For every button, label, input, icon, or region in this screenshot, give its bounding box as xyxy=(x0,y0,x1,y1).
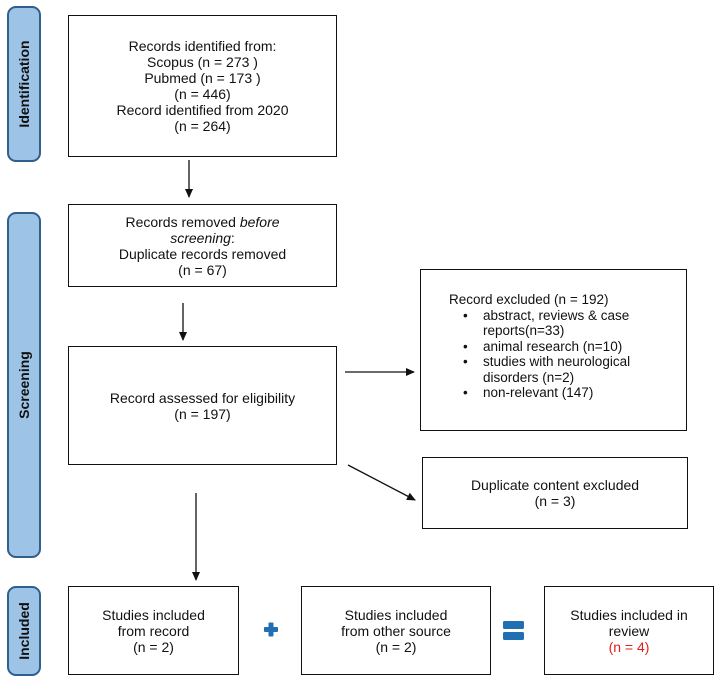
eligibility-label: Record assessed for eligibility xyxy=(109,389,296,406)
records-removed-box: Records removed before screening: Duplic… xyxy=(68,204,337,287)
included-review-line2: review xyxy=(608,622,650,639)
database-total: (n = 446) xyxy=(174,86,231,102)
list-item: •abstract, reviews & case reports(n=33) xyxy=(463,307,630,339)
duplicate-content-box: Duplicate content excluded (n = 3) xyxy=(422,457,688,529)
phase-screening: Screening xyxy=(7,212,41,558)
records-2020-label: Record identified from 2020 xyxy=(116,102,289,118)
included-record-count: (n = 2) xyxy=(133,638,174,655)
records-2020-count: (n = 264) xyxy=(174,118,231,134)
included-in-review-box: Studies included in review (n = 4) xyxy=(544,586,714,675)
phase-included: Included xyxy=(7,586,41,676)
duplicate-content-count: (n = 3) xyxy=(534,493,576,509)
arrow-eligibility-to-duplicate xyxy=(347,464,416,501)
list-item: •studies with neurological disorders (n=… xyxy=(463,354,631,385)
eligibility-box: Record assessed for eligibility (n = 197… xyxy=(68,346,337,465)
records-excluded-box: Record excluded (n = 192) •abstract, rev… xyxy=(420,269,687,431)
records-identified-box: Records identified from: Scopus (n = 273… xyxy=(68,15,337,157)
included-review-count: (n = 4) xyxy=(608,638,650,655)
records-identified-title: Records identified from: xyxy=(128,38,277,54)
included-other-line1: Studies included xyxy=(344,606,448,623)
equals-icon xyxy=(503,621,524,640)
plus-icon xyxy=(264,622,278,637)
records-removed-line2: screening: xyxy=(170,229,235,246)
list-item: •animal research (n=10) xyxy=(463,338,623,354)
included-record-line2: from record xyxy=(117,622,190,639)
included-other-count: (n = 2) xyxy=(375,638,417,655)
list-item: •non-relevant (147) xyxy=(463,385,594,400)
duplicate-content-label: Duplicate content excluded xyxy=(470,477,640,493)
eligibility-count: (n = 197) xyxy=(174,405,231,422)
duplicate-records-count: (n = 67) xyxy=(178,261,227,278)
exclusion-reasons-list: •abstract, reviews & case reports(n=33) … xyxy=(449,308,676,401)
included-review-line1: Studies included in xyxy=(570,606,688,623)
included-other-source-box: Studies included from other source (n = … xyxy=(301,586,491,675)
included-record-line1: Studies included xyxy=(102,606,205,623)
records-removed-line1: Records removed before xyxy=(125,213,280,230)
pubmed-count: Pubmed (n = 173 ) xyxy=(144,70,261,86)
duplicate-records-label: Duplicate records removed xyxy=(118,245,287,262)
included-from-record-box: Studies included from record (n = 2) xyxy=(68,586,239,675)
records-excluded-title: Record excluded (n = 192) xyxy=(449,292,609,307)
scopus-count: Scopus (n = 273 ) xyxy=(147,54,258,70)
phase-identification: Identification xyxy=(7,6,41,162)
included-other-line2: from other source xyxy=(341,622,451,639)
